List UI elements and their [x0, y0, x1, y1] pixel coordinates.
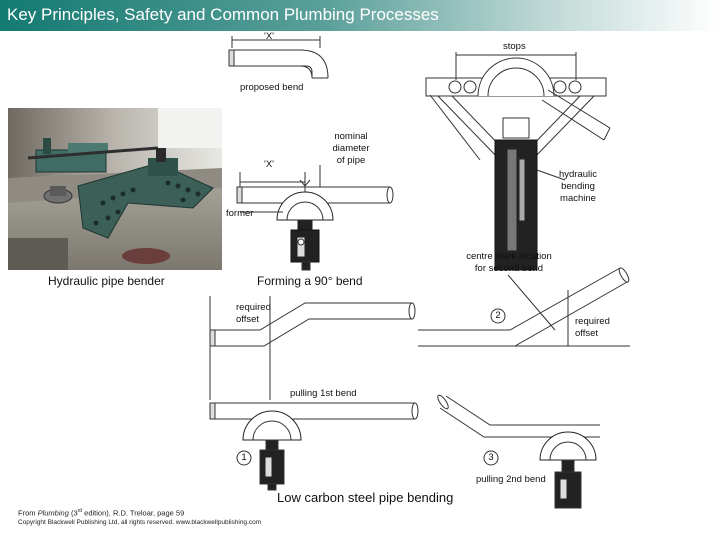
step-1-marker: 1: [241, 452, 247, 463]
source-prefix: From: [18, 508, 38, 518]
dimension-x-mid: 'X': [264, 159, 274, 170]
offset-left-text: offset: [236, 314, 260, 325]
copyright-notice: Copyright Blackwell Publishing Ltd, all …: [18, 519, 262, 526]
proposed-bend-label: proposed bend: [240, 82, 304, 93]
of-pipe-text: of pipe: [336, 155, 366, 166]
caption-hydraulic-pipe-bender: Hydraulic pipe bender: [48, 274, 165, 288]
slide-title: Key Principles, Safety and Common Plumbi…: [7, 5, 439, 24]
offset-right-text: offset: [575, 328, 599, 339]
required-offset-left: required offset: [236, 302, 271, 326]
diameter-text: diameter: [332, 143, 370, 154]
stops-label: stops: [503, 41, 526, 52]
hydraulic-text: hydraulic: [558, 169, 598, 180]
required-left-text: required: [236, 302, 271, 313]
centre-mark-line2: for second bend: [474, 263, 544, 274]
bending-text: bending: [561, 181, 595, 192]
required-right-text: required: [575, 316, 610, 327]
centre-mark-line1: centre mark location: [466, 251, 552, 262]
hydraulic-bender-photo: [8, 108, 222, 270]
machine-text: machine: [560, 193, 596, 204]
hydraulic-machine-label: hydraulic bending machine: [553, 169, 603, 205]
centre-mark-label: centre mark location for second bend: [456, 251, 562, 275]
nominal-diameter-label: nominal diameter of pipe: [326, 131, 376, 167]
caption-main: Low carbon steel pipe bending: [277, 490, 454, 505]
caption-forming-90: Forming a 90° bend: [257, 274, 363, 288]
source-citation: From Plumbing (3rd edition), R.D. Treloa…: [18, 508, 184, 518]
nominal-text: nominal: [334, 131, 368, 142]
pulling-1st-bend-label: pulling 1st bend: [290, 388, 357, 399]
source-edition: (3: [68, 508, 78, 518]
required-offset-right: required offset: [575, 316, 610, 340]
dimension-x-top: 'X': [264, 31, 274, 42]
step-2-marker: 2: [495, 310, 501, 321]
source-rest: edition), R.D. Treloar, page 59: [82, 508, 185, 518]
source-edition-sup: rd: [77, 508, 83, 514]
step-3-marker: 3: [488, 452, 494, 463]
source-book: Plumbing: [37, 508, 69, 518]
title-bar: Key Principles, Safety and Common Plumbi…: [0, 0, 720, 31]
former-label: former: [226, 208, 254, 219]
pulling-2nd-bend-label: pulling 2nd bend: [476, 474, 546, 485]
